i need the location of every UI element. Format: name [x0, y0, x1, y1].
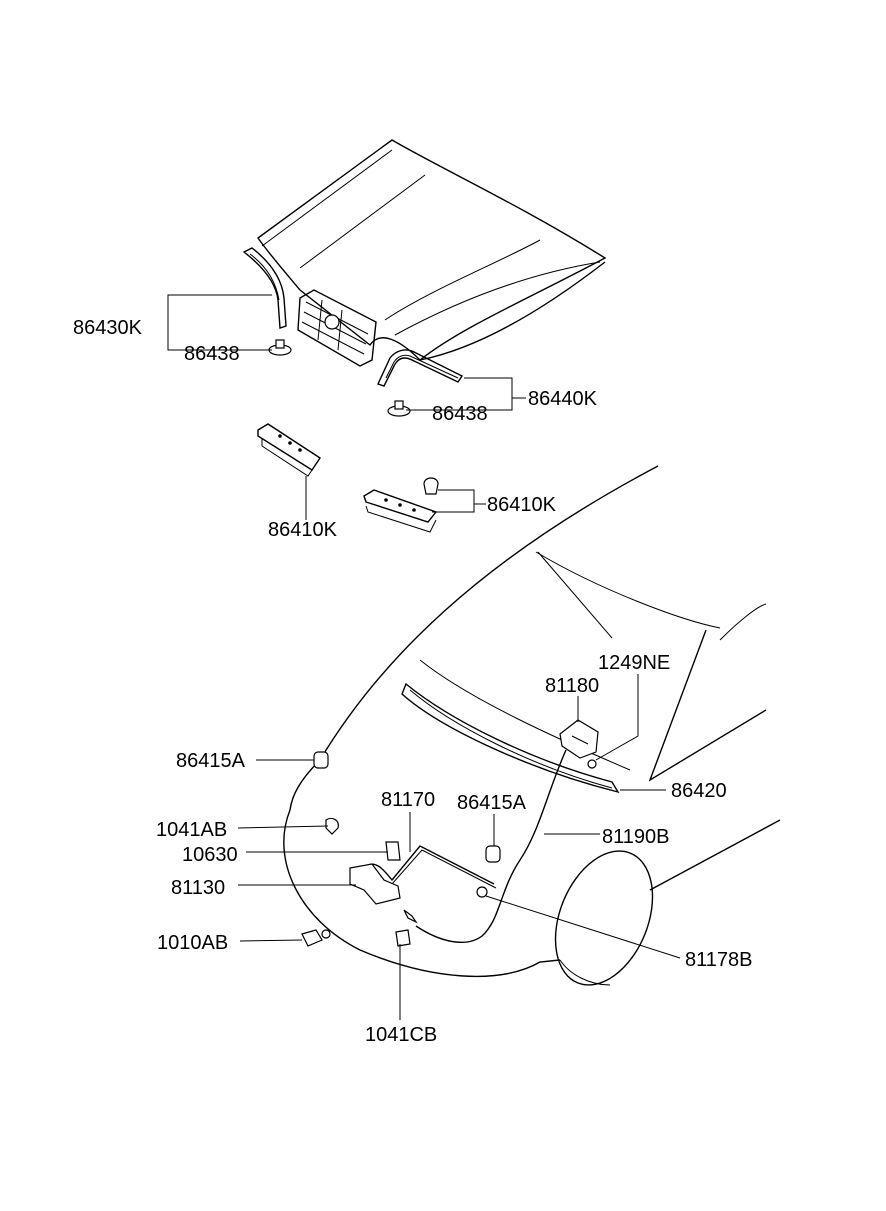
bumper-86415a-mid — [485, 845, 501, 863]
label-1041ab: 1041AB — [156, 819, 227, 841]
grille — [297, 289, 377, 367]
label-1010ab: 1010AB — [157, 932, 228, 954]
car-body — [283, 465, 781, 986]
hood-molding-left — [242, 247, 287, 329]
grommet-81178b — [476, 886, 488, 898]
label-86440k: 86440K — [528, 388, 598, 410]
emblem — [324, 314, 340, 330]
clip-86438-left — [268, 339, 292, 356]
label-81190b: 81190B — [602, 826, 669, 848]
label-86430k: 86430K — [73, 317, 143, 339]
label-10630: 10630 — [182, 844, 238, 866]
label-86438-right: 86438 — [432, 403, 488, 425]
seal-strip-86420 — [401, 682, 620, 794]
label-81170: 81170 — [381, 789, 435, 811]
label-86438-left: 86438 — [184, 343, 240, 365]
label-81130: 81130 — [171, 877, 225, 899]
label-86410k-left: 86410K — [268, 519, 338, 541]
label-81180: 81180 — [545, 675, 599, 697]
clip-1041ab — [325, 817, 339, 835]
bumper-86415a-left — [313, 751, 329, 769]
latch-81130 — [349, 863, 401, 905]
hood-panel — [257, 139, 607, 361]
latch-81180 — [559, 719, 599, 769]
clip-1041cb — [395, 929, 411, 947]
leader-lines — [167, 294, 681, 1020]
bracket-86410k-right — [363, 477, 439, 533]
hood-molding-right — [377, 349, 464, 387]
bracket-86410k-left — [257, 423, 321, 477]
label-86415a-left: 86415A — [176, 750, 246, 772]
clip-86438-right — [387, 400, 411, 417]
cable-end — [403, 909, 418, 924]
label-1249ne: 1249NE — [598, 652, 670, 674]
bolt-1010ab — [301, 929, 323, 947]
label-86415a-mid: 86415A — [457, 792, 527, 814]
label-86410k-right: 86410K — [487, 494, 557, 516]
cable-81190b — [415, 749, 567, 943]
label-86420: 86420 — [671, 780, 727, 802]
label-1041cb: 1041CB — [365, 1024, 437, 1046]
bolt-10630 — [385, 841, 401, 861]
label-81178b: 81178B — [685, 949, 752, 971]
